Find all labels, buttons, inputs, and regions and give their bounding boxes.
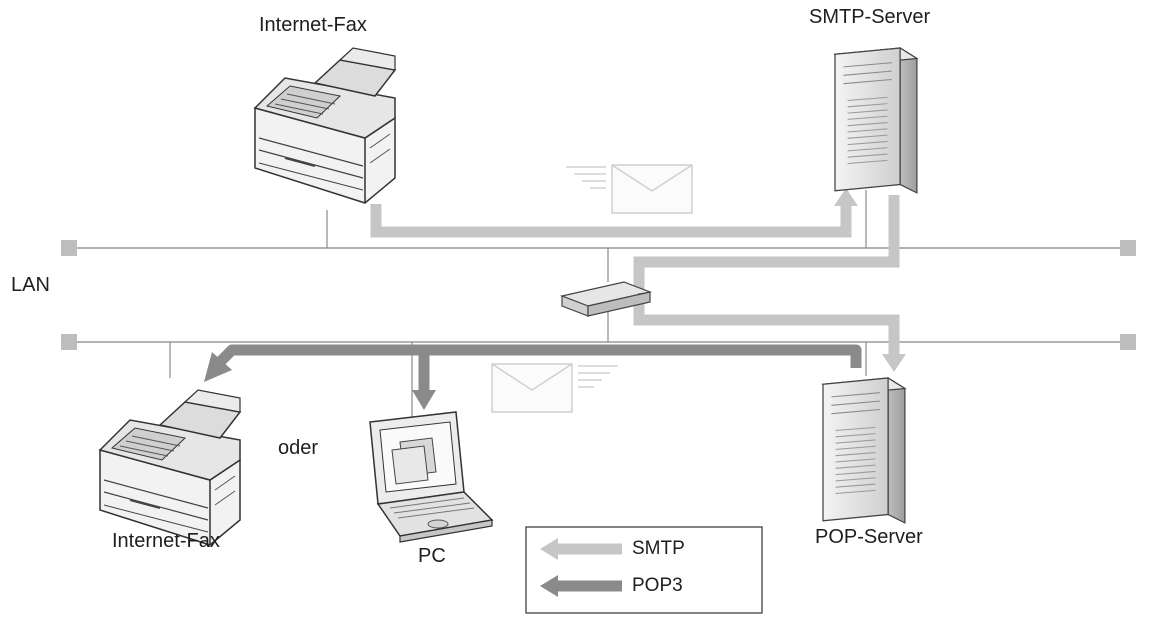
label-internet-fax-top: Internet-Fax xyxy=(259,14,367,36)
label-lan: LAN xyxy=(11,274,50,296)
pop3-arrow-to-pc xyxy=(412,350,436,410)
legend-smtp-arrow xyxy=(540,538,622,560)
motion-lines-bottom xyxy=(578,365,618,388)
router-icon xyxy=(559,281,653,317)
fax-machine-icon xyxy=(254,47,396,204)
legend xyxy=(525,526,763,614)
lan-upper-line xyxy=(61,240,1136,256)
lan-lower-line xyxy=(61,334,1136,350)
label-smtp-server: SMTP-Server xyxy=(809,6,931,28)
legend-pop3-arrow xyxy=(540,575,622,597)
label-internet-fax-bottom: Internet-Fax xyxy=(112,530,220,552)
legend-label-smtp: SMTP xyxy=(632,538,685,559)
envelope-icon xyxy=(491,363,573,413)
laptop-icon xyxy=(369,411,494,543)
server-tower-icon xyxy=(834,47,918,194)
label-oder: oder xyxy=(278,437,319,459)
smtp-arrow-fax-to-smtp-server xyxy=(370,188,858,238)
label-pop-server: POP-Server xyxy=(815,526,923,548)
motion-lines-top xyxy=(566,166,606,189)
envelope-icon xyxy=(611,164,693,214)
legend-label-pop3: POP3 xyxy=(632,575,683,596)
pop3-arrow-pop-to-fax xyxy=(204,344,862,382)
label-pc: PC xyxy=(418,545,446,567)
server-tower-icon xyxy=(822,377,906,524)
fax-machine-icon xyxy=(99,389,241,546)
